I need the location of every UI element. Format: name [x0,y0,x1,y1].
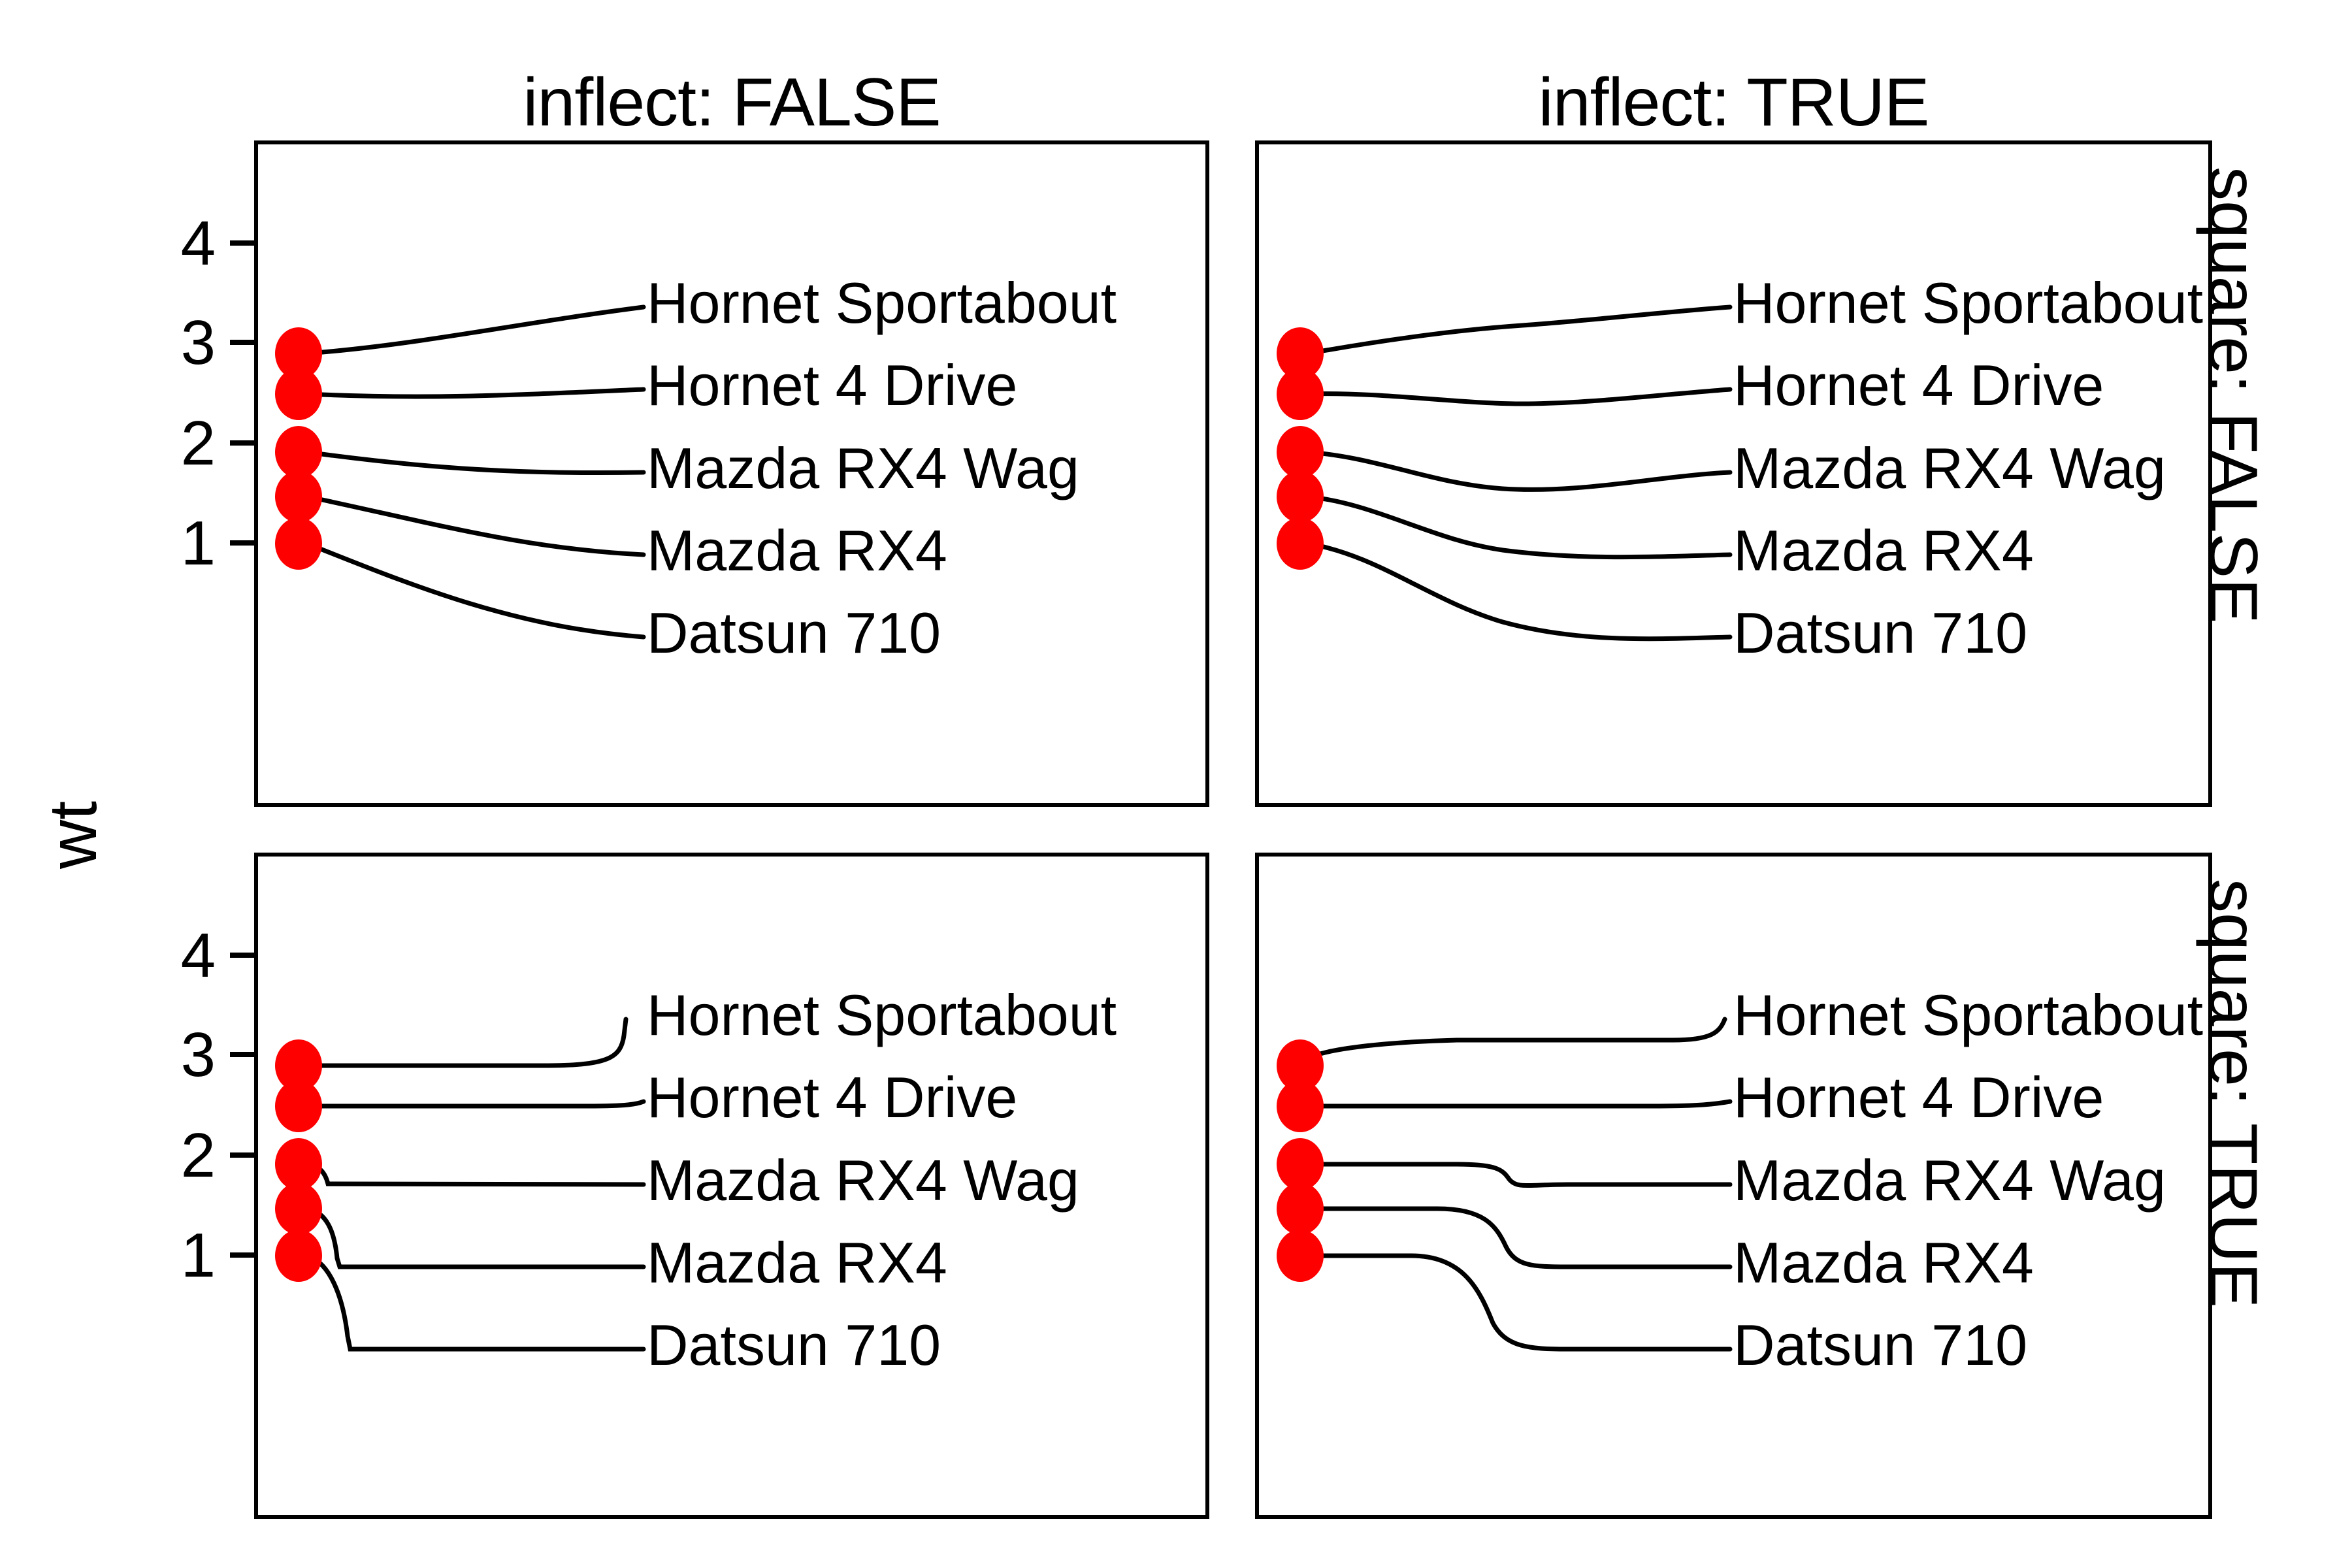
leader-line-datsun-710 [1305,1253,1733,1352]
leader-line-mazda-rx4 [304,494,646,557]
leader-lines-r0c1 [1305,304,1733,642]
point-label-hornet-sportabout: Hornet Sportabout [1733,270,2204,335]
data-point[interactable] [275,426,322,478]
row-strip-square-true: square: TRUE [2195,879,2271,1309]
point-label-hornet-sportabout: Hornet Sportabout [647,983,1117,1047]
leader-line-hornet-4-drive [1305,387,1733,406]
column-strip-inflect-true: inflect: TRUE [1538,65,1930,140]
panel-inflect-false-square-false [254,140,1209,807]
leader-line-hornet-sportabout [1305,1017,1727,1061]
data-point[interactable] [1277,368,1324,420]
point-label-datsun-710: Datsun 710 [1733,1313,2028,1377]
points-r0c0 [275,327,322,570]
leader-line-hornet-sportabout [304,304,646,356]
leader-line-hornet-4-drive [1305,1099,1733,1109]
point-label-mazda-rx4: Mazda RX4 [647,1230,947,1295]
point-label-mazda-rx4: Mazda RX4 [647,518,947,583]
data-point[interactable] [275,327,322,380]
leader-line-mazda-rx4 [1305,1206,1733,1269]
points-r0c1 [1277,327,1324,570]
leader-lines-r1c1 [1305,1017,1733,1352]
y-axis-ticks-row-1 [230,953,256,1258]
point-label-hornet-sportabout: Hornet Sportabout [1733,983,2204,1047]
data-point[interactable] [275,1080,322,1132]
y-tick-label-1: 1 [180,508,216,578]
point-label-datsun-710: Datsun 710 [1733,600,2028,665]
data-point[interactable] [1277,1230,1324,1282]
data-point[interactable] [275,1138,322,1190]
column-strip-inflect-false: inflect: FALSE [523,65,941,140]
row-strip-square-false: square: FALSE [2195,167,2271,624]
leader-lines-r0c0 [304,304,646,640]
point-label-datsun-710: Datsun 710 [647,600,941,665]
data-point[interactable] [1277,1039,1324,1092]
data-point[interactable] [275,368,322,420]
leader-line-hornet-sportabout [304,1017,629,1068]
y-axis-title: wt [35,801,111,869]
data-point[interactable] [1277,517,1324,570]
point-label-hornet-4-drive: Hornet 4 Drive [1733,353,2104,417]
leader-line-datsun-710 [1305,541,1733,642]
leader-line-mazda-rx4 [1305,494,1733,560]
leader-line-hornet-4-drive [304,1099,646,1109]
y-tick-label-1: 1 [180,1220,216,1290]
data-point[interactable] [275,470,322,523]
point-label-mazda-rx4: Mazda RX4 [1733,518,2034,583]
data-point[interactable] [1277,327,1324,380]
y-tick-label-4: 4 [180,921,216,990]
data-point[interactable] [1277,1080,1324,1132]
y-tick-label-4: 4 [180,208,216,278]
data-point[interactable] [275,1230,322,1282]
y-axis-ticks-row-0 [230,240,256,546]
data-point[interactable] [275,517,322,570]
points-r1c1 [1277,1039,1324,1282]
leader-line-mazda-rx4-wag [1305,449,1733,492]
data-point[interactable] [275,1039,322,1092]
leader-line-hornet-4-drive [304,387,646,399]
point-label-mazda-rx4-wag: Mazda RX4 Wag [1733,1148,2166,1213]
data-point[interactable] [1277,1183,1324,1235]
leader-line-mazda-rx4-wag [1305,1162,1733,1188]
leader-line-datsun-710 [304,541,646,640]
data-point[interactable] [1277,1138,1324,1190]
data-point[interactable] [1277,470,1324,523]
point-label-hornet-4-drive: Hornet 4 Drive [647,353,1018,417]
leader-line-hornet-sportabout [1305,304,1733,356]
point-label-datsun-710: Datsun 710 [647,1313,941,1377]
point-label-hornet-4-drive: Hornet 4 Drive [647,1065,1018,1130]
y-tick-label-2: 2 [180,408,216,478]
data-point[interactable] [1277,426,1324,478]
point-label-hornet-sportabout: Hornet Sportabout [647,270,1117,335]
y-tick-label-3: 3 [180,308,216,378]
point-label-mazda-rx4-wag: Mazda RX4 Wag [647,1148,1079,1213]
y-tick-label-3: 3 [180,1020,216,1090]
points-r1c0 [275,1039,322,1282]
y-tick-label-2: 2 [180,1120,216,1190]
point-label-hornet-4-drive: Hornet 4 Drive [1733,1065,2104,1130]
panel-inflect-true-square-true [1255,853,2212,1519]
leader-line-mazda-rx4-wag [304,449,646,476]
point-label-mazda-rx4: Mazda RX4 [1733,1230,2034,1295]
point-label-mazda-rx4-wag: Mazda RX4 Wag [1733,436,2166,500]
data-point[interactable] [275,1183,322,1235]
point-label-mazda-rx4-wag: Mazda RX4 Wag [647,436,1079,500]
